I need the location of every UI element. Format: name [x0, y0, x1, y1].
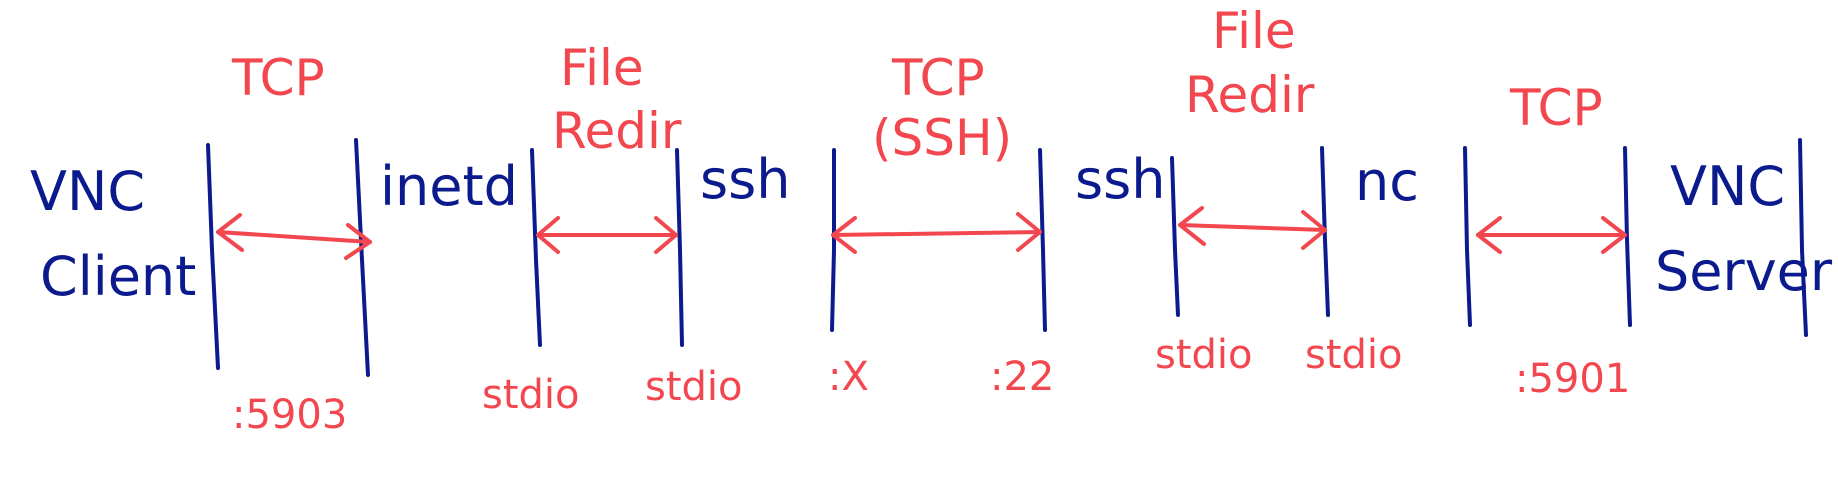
port-labels: :5903 stdio stdio :X :22 stdio stdio :59… [232, 332, 1630, 438]
boundary-line [1798, 138, 1808, 337]
boundary-line [530, 148, 542, 347]
double-arrow [1178, 206, 1327, 250]
double-arrow [1476, 216, 1627, 254]
link-3-port-right: :22 [990, 354, 1054, 400]
link-4-port-right: stdio [1305, 332, 1403, 378]
node-vnc-server-line2: Server [1655, 240, 1833, 303]
boundary-line [1623, 146, 1632, 327]
link-4-port-left: stdio [1155, 332, 1253, 378]
double-arrow [216, 213, 372, 260]
node-vnc-client-line2: Client [40, 245, 196, 308]
link-3-protocol-line1: TCP [891, 49, 985, 107]
double-arrow [536, 216, 678, 254]
node-vnc-server-line1: VNC [1670, 155, 1785, 218]
boundary-line [1320, 146, 1330, 317]
node-inetd: inetd [380, 155, 518, 218]
double-arrow [831, 212, 1042, 254]
boundary-line [675, 148, 684, 347]
boundary-lines [206, 138, 1808, 377]
link-2-port-right: stdio [645, 364, 743, 410]
link-1-port: :5903 [232, 392, 347, 438]
link-4-protocol-line1: File [1212, 2, 1296, 60]
node-vnc-client-line1: VNC [30, 160, 145, 223]
boundary-line [1463, 146, 1472, 327]
link-2-protocol-line1: File [560, 39, 644, 97]
boundary-line [1038, 148, 1047, 332]
link-2-protocol-line2: Redir [552, 102, 682, 160]
node-vnc-server: VNC Server [1655, 155, 1833, 303]
link-5-protocol: TCP [1509, 79, 1603, 137]
boundary-line [830, 148, 836, 332]
link-4-protocol-line2: Redir [1185, 66, 1315, 124]
boundary-line [206, 143, 220, 370]
protocol-labels: TCP File Redir TCP (SSH) File Redir TCP [231, 2, 1603, 167]
node-vnc-client: VNC Client [30, 160, 196, 308]
link-5-port: :5901 [1515, 356, 1630, 402]
link-1-protocol: TCP [231, 49, 325, 107]
link-3-protocol-line2: (SSH) [872, 109, 1012, 167]
node-ssh-right: ssh [1075, 148, 1166, 211]
link-3-port-left: :X [828, 354, 869, 400]
node-ssh-left: ssh [700, 148, 791, 211]
boundary-line [354, 138, 370, 377]
node-nc: nc [1355, 150, 1419, 213]
link-arrows [216, 206, 1627, 260]
boundary-line [1170, 156, 1180, 317]
link-2-port-left: stdio [482, 372, 580, 418]
